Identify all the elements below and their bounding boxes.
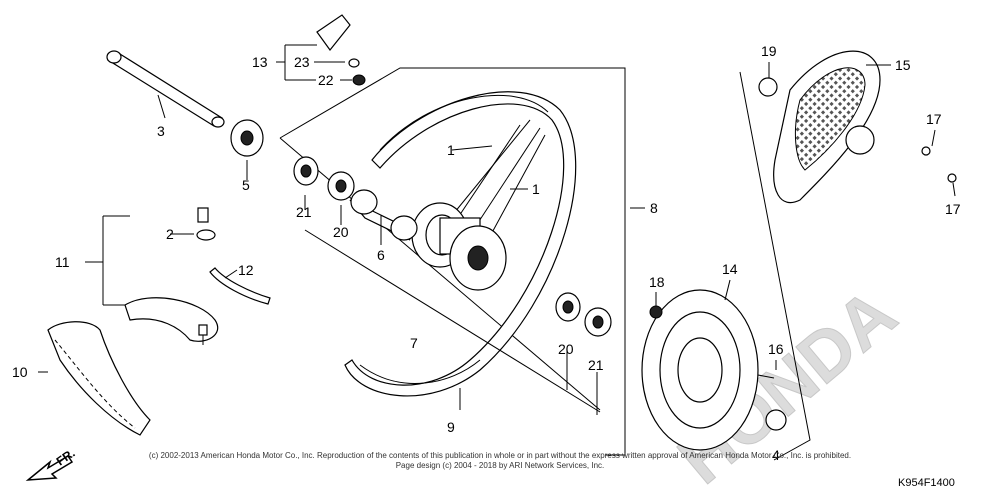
callout-1b: 1 bbox=[532, 181, 540, 197]
callout-14: 14 bbox=[722, 261, 738, 277]
callout-22: 22 bbox=[318, 72, 334, 88]
callout-16: 16 bbox=[768, 341, 784, 357]
copyright-line-1: (c) 2002-2013 American Honda Motor Co., … bbox=[148, 451, 852, 460]
callout-15: 15 bbox=[895, 57, 911, 73]
callout-12: 12 bbox=[238, 262, 254, 278]
callout-20b: 20 bbox=[558, 341, 574, 357]
callout-9: 9 bbox=[447, 419, 455, 435]
bearing-right bbox=[555, 292, 612, 337]
hub bbox=[411, 202, 507, 291]
callout-labels: 1 1 2 3 4 5 6 7 8 9 10 11 12 13 14 15 16… bbox=[12, 43, 961, 463]
side-collar bbox=[230, 119, 264, 157]
callout-6: 6 bbox=[377, 247, 385, 263]
callout-21b: 21 bbox=[588, 357, 604, 373]
rim bbox=[344, 91, 577, 397]
leader-lines bbox=[38, 44, 956, 415]
callout-2: 2 bbox=[166, 226, 174, 242]
callout-17b: 17 bbox=[945, 201, 961, 217]
callout-1a: 1 bbox=[447, 142, 455, 158]
callout-21a: 21 bbox=[296, 204, 312, 220]
bolt-17b bbox=[947, 173, 957, 183]
callout-11: 11 bbox=[55, 254, 70, 270]
callout-13: 13 bbox=[252, 54, 268, 70]
callout-7: 7 bbox=[410, 335, 418, 351]
copyright-line-2: Page design (c) 2004 - 2018 by ARI Netwo… bbox=[395, 461, 605, 470]
axle bbox=[106, 50, 225, 128]
nut-18 bbox=[649, 305, 663, 319]
clamp-13 bbox=[316, 14, 351, 51]
bolt-17a bbox=[921, 146, 931, 156]
nut-22 bbox=[352, 74, 366, 86]
valve-part bbox=[196, 207, 216, 241]
callout-8: 8 bbox=[650, 200, 658, 216]
diagram-code: K954F1400 bbox=[898, 477, 955, 489]
rim-band bbox=[209, 267, 271, 305]
brake-disc bbox=[641, 289, 759, 451]
callout-18: 18 bbox=[649, 274, 665, 290]
callout-10: 10 bbox=[12, 364, 28, 380]
tire bbox=[47, 321, 151, 436]
wheel-frame-diagonal bbox=[279, 137, 601, 411]
disc-group-frame bbox=[739, 71, 811, 461]
callout-23: 23 bbox=[294, 54, 310, 70]
callout-5: 5 bbox=[242, 177, 250, 193]
wheel-group-frame bbox=[279, 67, 626, 456]
distance-collar bbox=[349, 189, 418, 241]
washer-23 bbox=[348, 58, 360, 68]
callout-17a: 17 bbox=[926, 111, 942, 127]
callout-19: 19 bbox=[761, 43, 777, 59]
collar-4 bbox=[765, 409, 787, 431]
collar-19 bbox=[758, 77, 778, 97]
inner-tube bbox=[124, 297, 219, 345]
callout-4: 4 bbox=[772, 447, 780, 463]
bolt-16 bbox=[757, 374, 775, 379]
spokes bbox=[449, 119, 546, 241]
callout-20a: 20 bbox=[333, 224, 349, 240]
bearing-left bbox=[293, 156, 355, 201]
callout-3: 3 bbox=[157, 123, 165, 139]
disc-cover bbox=[773, 50, 881, 204]
